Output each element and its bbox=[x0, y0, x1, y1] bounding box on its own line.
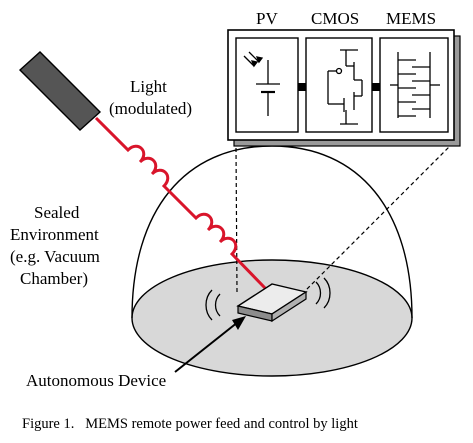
circuit-panel bbox=[227, 29, 461, 147]
mems-header: MEMS bbox=[386, 9, 436, 28]
env-label-line2: Environment bbox=[10, 225, 99, 244]
light-beam bbox=[94, 116, 267, 290]
transistor-icon bbox=[327, 49, 363, 125]
arrow-icon bbox=[174, 316, 246, 373]
env-label-line1: Sealed bbox=[34, 203, 80, 222]
cmos-box bbox=[305, 37, 373, 133]
comb-drive-icon bbox=[390, 52, 440, 118]
lamp-icon bbox=[18, 51, 102, 131]
pv-box bbox=[235, 37, 299, 133]
photodiode-icon bbox=[243, 51, 280, 116]
env-label-line3: (e.g. Vacuum bbox=[10, 247, 100, 266]
cmos-header: CMOS bbox=[311, 9, 359, 28]
device-chip bbox=[236, 283, 308, 323]
vibration-icon bbox=[205, 277, 331, 321]
zoom-line-left bbox=[235, 147, 238, 293]
figure-caption: Figure 1. MEMS remote power feed and con… bbox=[22, 416, 358, 432]
zoom-line-right bbox=[301, 145, 451, 295]
env-label-line4: Chamber) bbox=[20, 269, 88, 288]
light-label-line1: Light bbox=[130, 77, 167, 96]
light-label-line2: (modulated) bbox=[109, 99, 192, 118]
pv-header: PV bbox=[256, 9, 278, 28]
device-label: Autonomous Device bbox=[26, 371, 166, 390]
